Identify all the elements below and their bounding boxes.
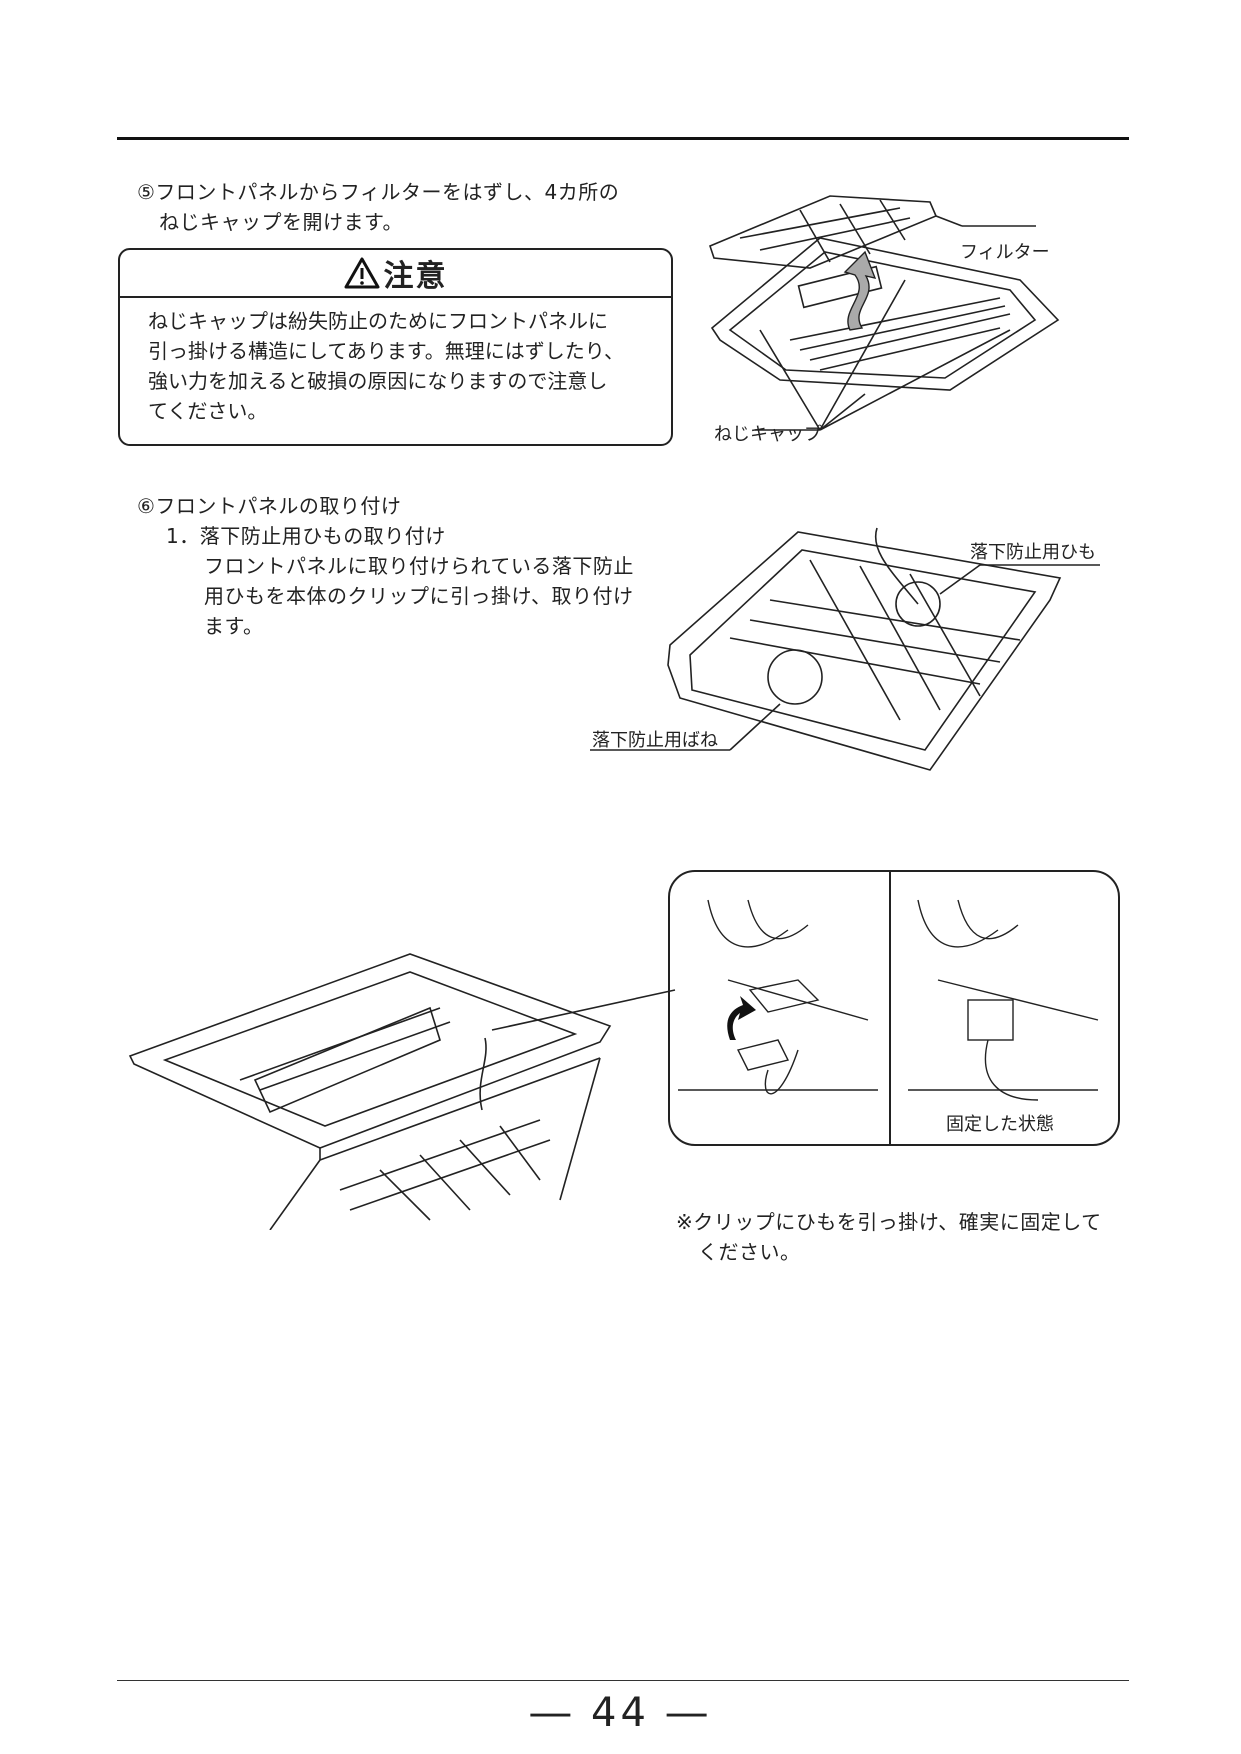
caution-body: ねじキャップは紛失防止のためにフロントパネルに 引っ掛ける構造にしてあります。無… [148,306,624,426]
page-number: ― 44 ― [530,1690,711,1736]
filter-label: フィルター [960,242,1050,263]
screw-cap-label: ねじキャップ [714,424,822,445]
note-line2: ください。 [698,1240,801,1264]
fall-prevention-spring-label: 落下防止用ばね [592,730,718,751]
caution-header: 注意 [120,250,671,298]
step6-line: ます。 [204,614,264,638]
caution-title: 注意 [383,259,448,294]
caution-line: ねじキャップは紛失防止のためにフロントパネルに [148,309,608,333]
step5-line2: ねじキャップを開けます。 [159,210,403,234]
note-line1: ※クリップにひもを引っ掛け、確実に固定して [676,1210,1102,1234]
caution-line: 引っ掛ける構造にしてあります。無理にはずしたり、 [148,339,624,363]
step5-line1: ⑤フロントパネルからフィルターをはずし、4カ所の [137,180,620,204]
fixed-state-label: 固定した状態 [946,1114,1054,1135]
front-panel-illustration [590,527,1100,771]
filter-removal-illustration [709,195,1060,431]
caution-line: てください。 [148,399,268,423]
top-rule [117,137,1129,140]
warning-triangle-icon [344,257,380,289]
step6-line: フロントパネルに取り付けられている落下防止 [204,554,634,578]
caution-box: 注意 ねじキャップは紛失防止のためにフロントパネルに 引っ掛ける構造にしてありま… [118,248,673,446]
caution-line: 強い力を加えると破損の原因になりますので注意し [148,369,608,393]
step6-sub1: 1．落下防止用ひもの取り付け [166,524,446,548]
step6-title: ⑥フロントパネルの取り付け [137,494,402,518]
fall-prevention-string-label: 落下防止用ひも [970,542,1096,563]
clip-detail-panels [668,870,1120,1146]
step6-line: 用ひもを本体のクリップに引っ掛け、取り付け [204,584,634,608]
bottom-rule [117,1680,1129,1681]
unit-clip-illustration [128,953,676,1230]
